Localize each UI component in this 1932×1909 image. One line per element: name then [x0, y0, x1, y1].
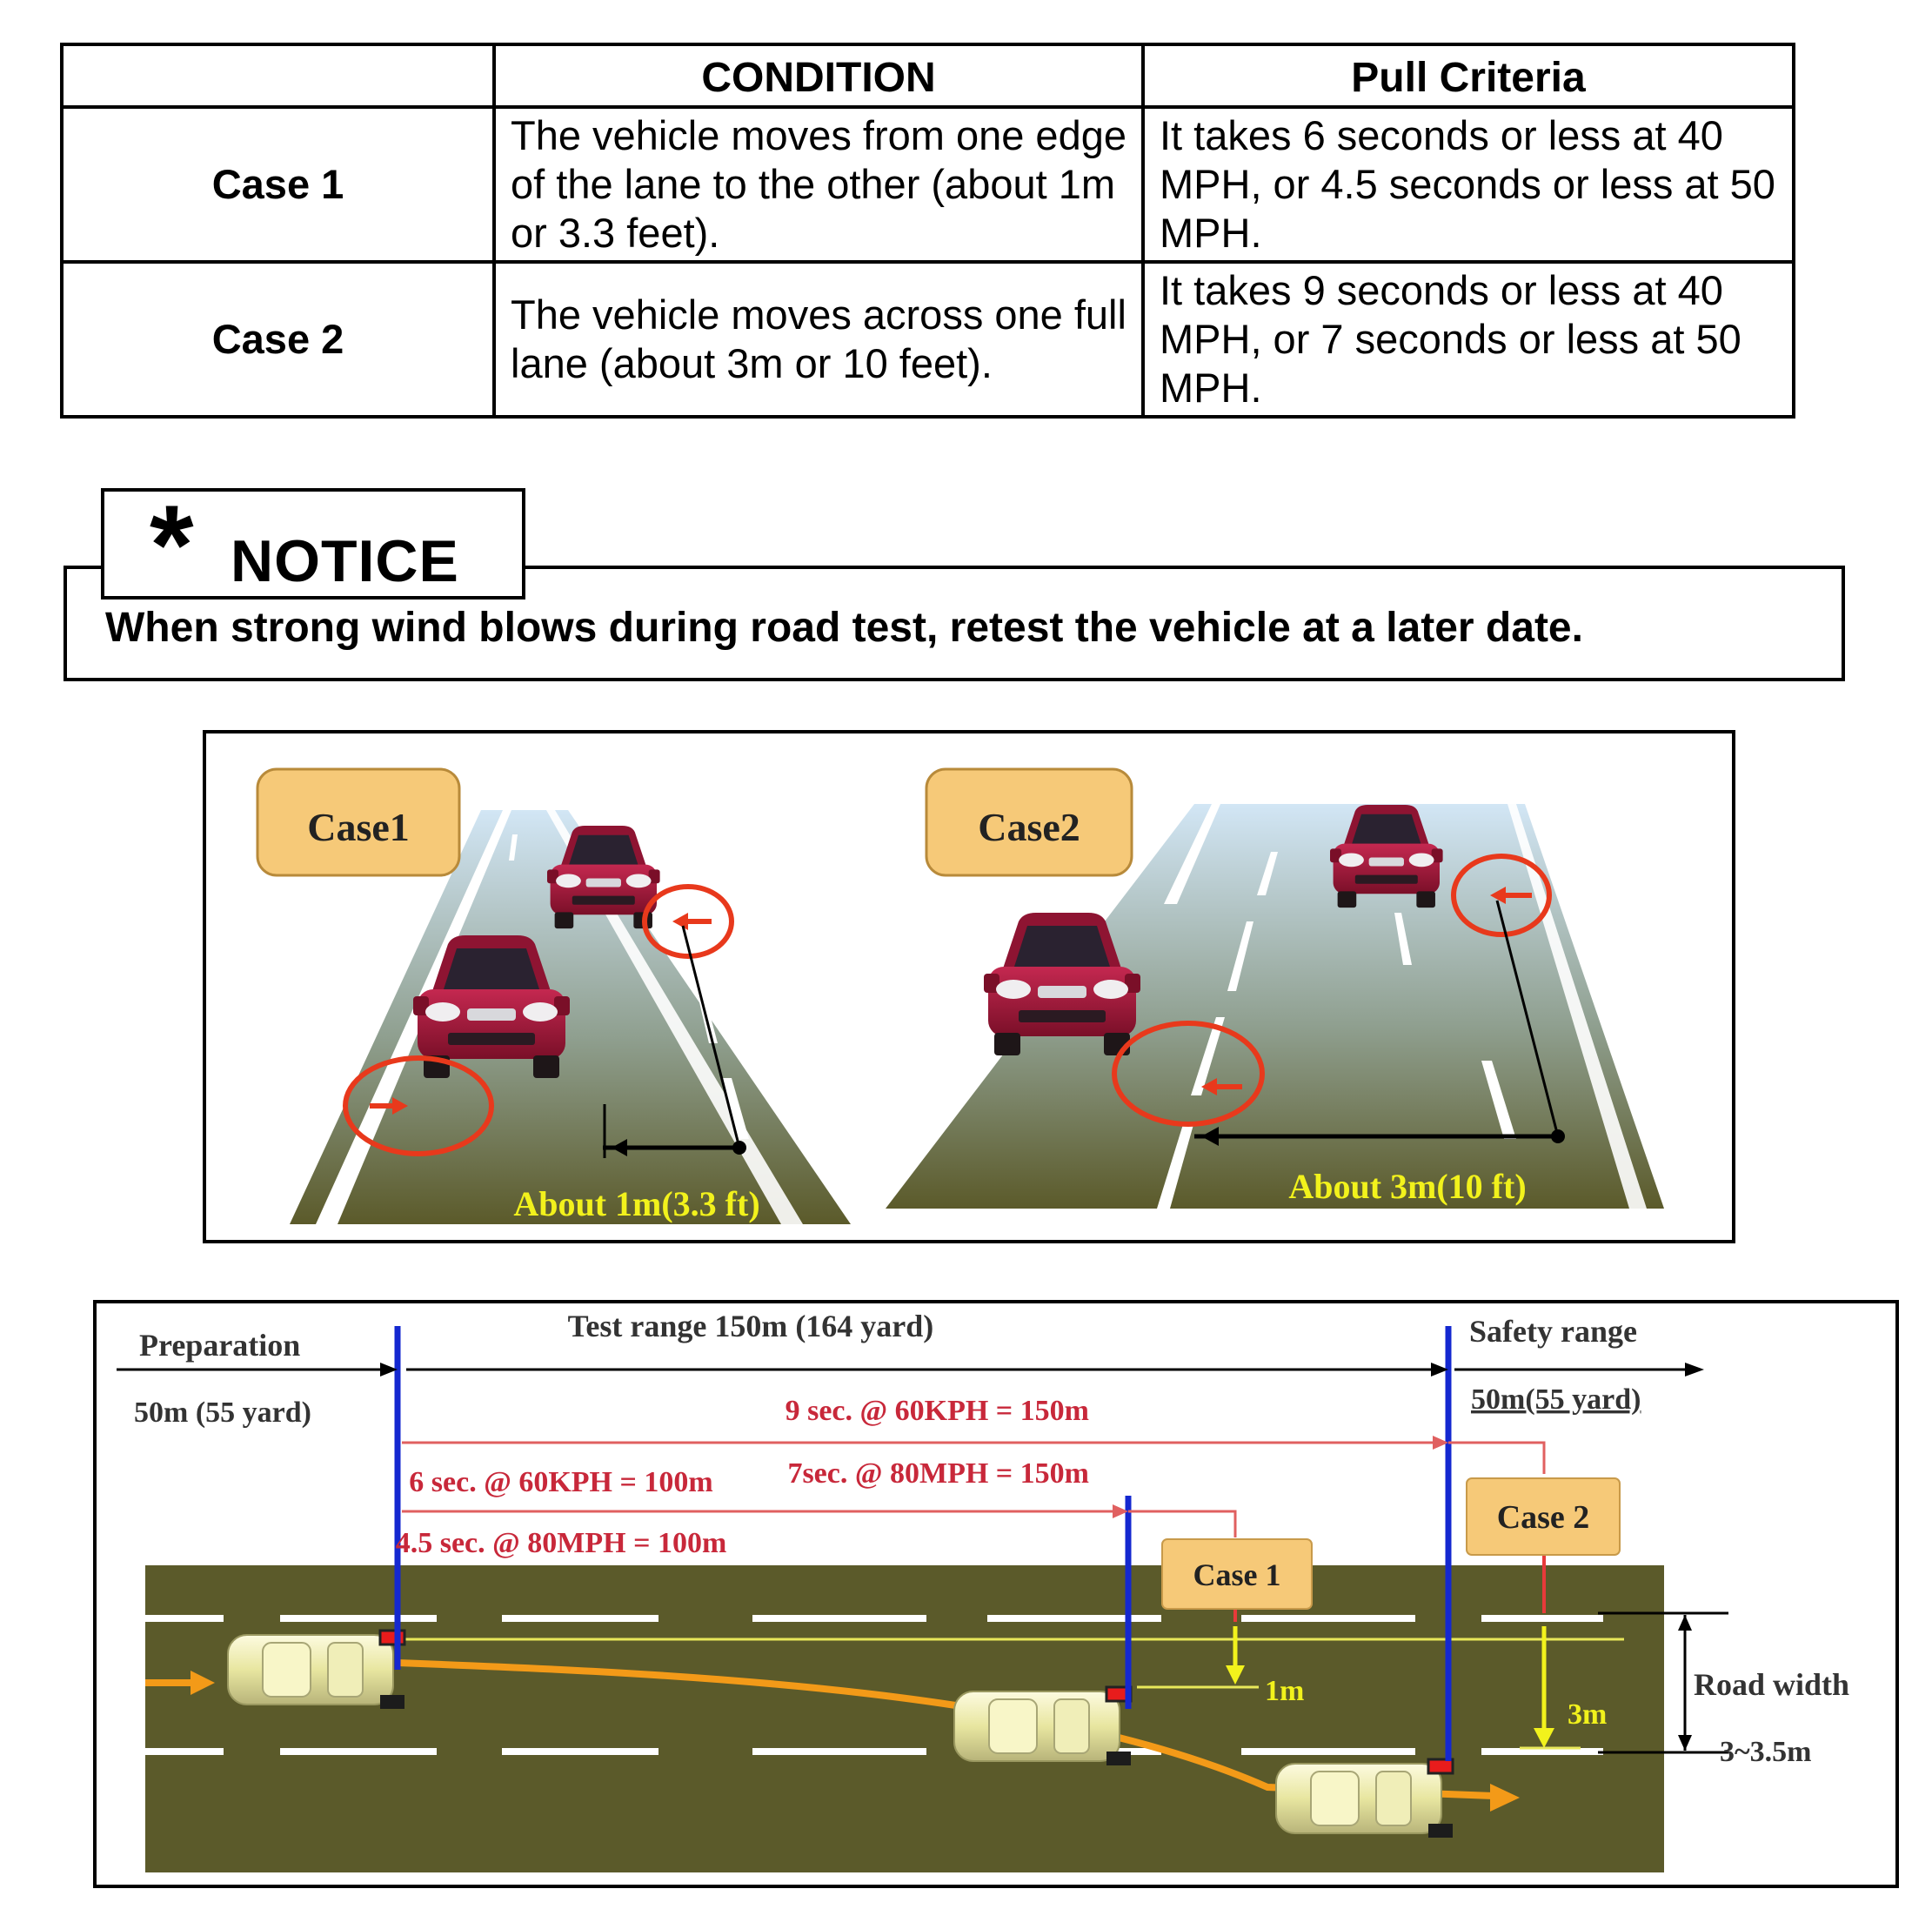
offset-1m: 1m: [1265, 1675, 1304, 1707]
table-row: Case 2 The vehicle moves across one full…: [60, 260, 1795, 419]
case1-box-label: Case 1: [1193, 1557, 1281, 1592]
case2-tag: Case2: [978, 805, 1080, 849]
lane-drift-illustration: Case1 About 1m(3.3 ft) Case2 About 3m(1: [203, 730, 1735, 1243]
header-pull-criteria: Pull Criteria: [1141, 43, 1795, 109]
case1-box: [1161, 1538, 1313, 1610]
asterisk-icon: *: [150, 481, 194, 608]
vehicle-path: [397, 1659, 1494, 1799]
offset-3m: 3m: [1568, 1698, 1607, 1731]
case1-tag: Case1: [307, 805, 410, 849]
case2-box-label: Case 2: [1497, 1499, 1590, 1536]
road-width-value: 3~3.5m: [1720, 1736, 1812, 1768]
case2-panel: Case2 About 3m(10 ft): [886, 767, 1664, 1209]
test-range-label: Test range 150m (164 yard): [568, 1309, 934, 1343]
case1-timing-1: 6 sec. @ 60KPH = 100m: [409, 1466, 712, 1498]
safety-distance: 50m(55 yard): [1471, 1383, 1641, 1416]
notice-tab: * NOTICE: [101, 481, 525, 608]
safety-range-label: Safety range: [1469, 1314, 1637, 1349]
car-case2: [1274, 1758, 1454, 1839]
case-1-condition: The vehicle moves from one edge of the l…: [492, 105, 1145, 264]
case2-timing-2: 7sec. @ 80MPH = 150m: [787, 1457, 1089, 1490]
test-range-diagram: Case 1 Case 2 Preparation 50m (55 yard) …: [93, 1300, 1899, 1888]
case1-distance: About 1m(3.3 ft): [513, 1184, 759, 1223]
notice-title: NOTICE: [231, 528, 459, 594]
highlight-circle: [1451, 854, 1552, 937]
case-1-label: Case 1: [60, 105, 496, 264]
case2-distance: About 3m(10 ft): [1288, 1167, 1526, 1206]
preparation-distance: 50m (55 yard): [134, 1397, 311, 1429]
highlight-circle: [1112, 1021, 1265, 1127]
preparation-label: Preparation: [139, 1328, 300, 1363]
notice-box: When strong wind blows during road test,…: [64, 566, 1845, 681]
case-2-criteria: It takes 9 seconds or less at 40 MPH, or…: [1141, 260, 1795, 419]
pull-criteria-table: CONDITION Pull Criteria Case 1 The vehic…: [60, 43, 1795, 419]
highlight-circle: [343, 1055, 494, 1156]
table-header-row: CONDITION Pull Criteria: [60, 43, 1795, 109]
case1-panel: Case1 About 1m(3.3 ft): [256, 767, 851, 1224]
notice-text: When strong wind blows during road test,…: [105, 605, 1583, 651]
case-2-condition: The vehicle moves across one full lane (…: [492, 260, 1145, 419]
case1-timing-2: 4.5 sec. @ 80MPH = 100m: [396, 1527, 727, 1559]
header-empty: [60, 43, 496, 109]
case-2-label: Case 2: [60, 260, 496, 419]
car-case1: [953, 1685, 1133, 1767]
header-condition: CONDITION: [492, 43, 1145, 109]
lane-dashes: [1157, 834, 1516, 1209]
lane-dashes-bottom: [145, 1748, 1603, 1755]
car-start: [226, 1629, 406, 1711]
road-width-label: Road width: [1694, 1667, 1849, 1702]
table-row: Case 1 The vehicle moves from one edge o…: [60, 105, 1795, 264]
case-1-criteria: It takes 6 seconds or less at 40 MPH, or…: [1141, 105, 1795, 264]
lane-dashes-top: [145, 1615, 1603, 1622]
highlight-circle: [642, 884, 734, 959]
case2-timing-1: 9 sec. @ 60KPH = 150m: [786, 1395, 1089, 1427]
case2-box: [1466, 1477, 1621, 1556]
